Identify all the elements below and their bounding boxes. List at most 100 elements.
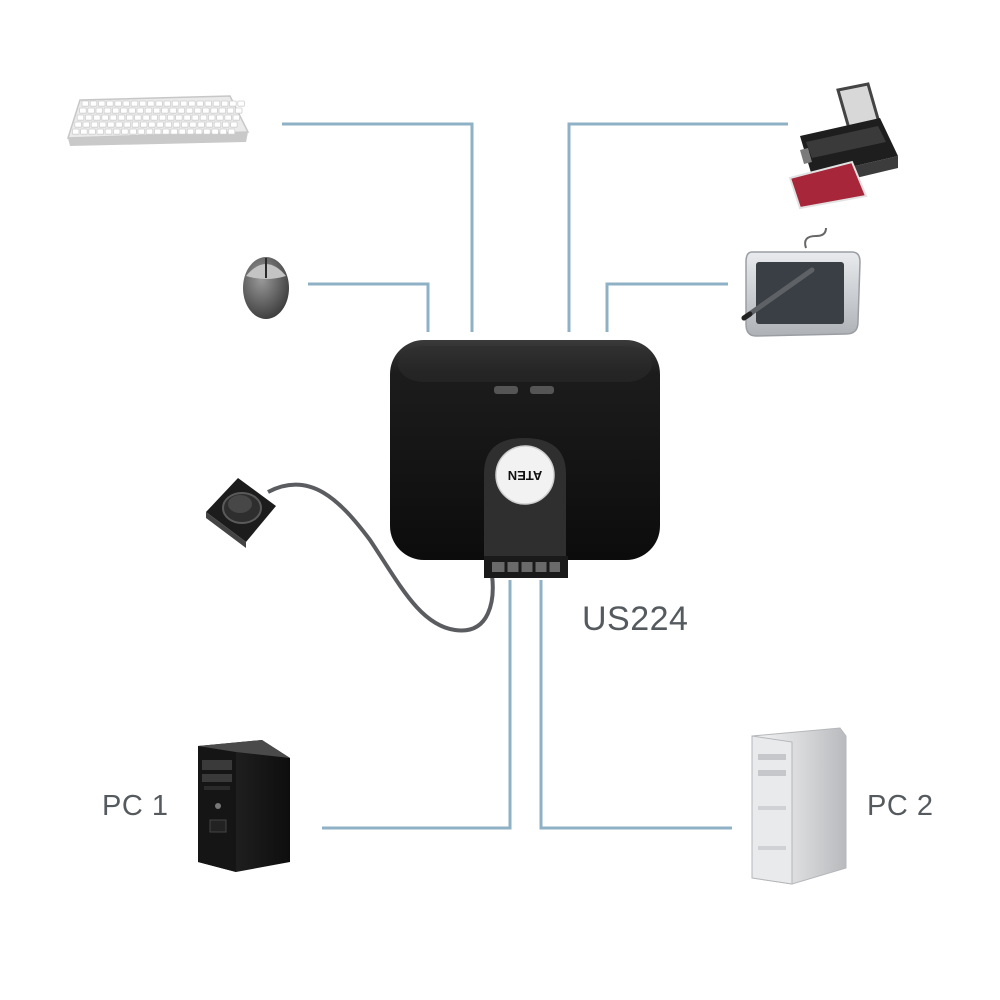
keyboard-key xyxy=(136,107,144,114)
keyboard-key xyxy=(117,114,126,121)
keyboard-key xyxy=(120,107,128,114)
keyboard-key xyxy=(218,107,226,114)
keyboard-key xyxy=(213,121,222,128)
keyboard-key xyxy=(145,128,154,135)
model-label: US224 xyxy=(582,600,689,638)
keyboard-key xyxy=(90,121,99,128)
keyboard-key xyxy=(219,128,227,135)
keyboard-key xyxy=(74,121,82,128)
keyboard-key xyxy=(193,107,202,114)
brand-logo: ATEN xyxy=(508,468,542,483)
keyboard-key xyxy=(85,114,93,121)
pc1-tower-icon xyxy=(198,740,290,872)
keyboard-key xyxy=(183,114,191,121)
keyboard-key xyxy=(148,121,156,128)
keyboard-key xyxy=(189,121,197,128)
pc2-label: PC 2 xyxy=(867,790,934,822)
keyboard-key xyxy=(126,114,134,121)
keyboard-key xyxy=(106,100,114,107)
port-selection-button[interactable] xyxy=(495,445,555,505)
keyboard-key xyxy=(158,114,167,121)
keyboard-icon xyxy=(66,95,250,146)
pc2-cable xyxy=(539,580,732,830)
keyboard-key xyxy=(212,100,221,107)
keyboard-key xyxy=(101,114,109,121)
printer-cable xyxy=(567,122,788,332)
keyboard-cable xyxy=(282,122,474,332)
keyboard-key xyxy=(207,114,216,121)
keyboard-key xyxy=(103,107,112,114)
keyboard-key xyxy=(197,121,205,128)
keyboard-key xyxy=(80,128,88,135)
keyboard-key xyxy=(210,107,218,114)
keyboard-key xyxy=(128,107,136,114)
connector-lines xyxy=(282,122,788,830)
keyboard-key xyxy=(161,107,169,114)
keyboard-key xyxy=(150,114,158,121)
keyboard-key xyxy=(81,100,89,107)
tablet-cable xyxy=(605,282,728,332)
keyboard-key xyxy=(113,128,121,135)
keyboard-key xyxy=(203,128,211,135)
keyboard-key xyxy=(122,100,130,107)
keyboard-key xyxy=(221,121,230,128)
keyboard-key xyxy=(121,128,129,135)
keyboard-key xyxy=(82,121,90,128)
keyboard-key xyxy=(134,114,142,121)
keyboard-key xyxy=(144,107,153,114)
keyboard-key xyxy=(162,128,170,135)
keyboard-key xyxy=(87,107,95,114)
keyboard-key xyxy=(191,114,199,121)
keyboard-key xyxy=(131,121,140,128)
keyboard-key xyxy=(172,121,181,128)
pc2-tower-icon xyxy=(751,727,847,885)
keyboard-key xyxy=(123,121,131,128)
keyboard-key xyxy=(179,100,188,107)
keyboard-key xyxy=(166,114,175,121)
keyboard-key xyxy=(76,114,85,121)
keyboard-key xyxy=(227,128,236,135)
keyboard-key xyxy=(88,128,96,135)
keyboard-key xyxy=(178,128,186,135)
keyboard-key xyxy=(186,128,195,135)
keyboard-key xyxy=(163,100,171,107)
keyboard-key xyxy=(169,107,177,114)
keyboard-key xyxy=(205,121,213,128)
pc1-label: PC 1 xyxy=(102,790,169,822)
keyboard-key xyxy=(152,107,161,114)
keyboard-key xyxy=(109,114,117,121)
keyboard-key xyxy=(114,100,122,107)
keyboard-key xyxy=(130,100,139,107)
keyboard-key xyxy=(147,100,155,107)
keyboard-key xyxy=(72,128,80,135)
keyboard-key xyxy=(115,121,123,128)
keyboard-key xyxy=(79,107,87,114)
usb-kvm-switch: ATEN xyxy=(390,340,660,578)
keyboard-key xyxy=(155,100,163,107)
keyboard-key xyxy=(196,100,204,107)
keyboard-key xyxy=(137,128,145,135)
keyboard-key xyxy=(142,114,150,121)
keyboard-key xyxy=(96,128,104,135)
remote-port-selector-icon xyxy=(206,478,276,548)
remote-selector-cable xyxy=(267,482,495,633)
keyboard-key xyxy=(164,121,172,128)
keyboard-key xyxy=(220,100,229,107)
keyboard-key xyxy=(211,128,219,135)
keyboard-key xyxy=(199,114,208,121)
keyboard-key xyxy=(138,100,147,107)
keyboard-key xyxy=(107,121,115,128)
keyboard-key xyxy=(230,121,238,128)
pc1-cable xyxy=(322,580,512,830)
keyboard-key xyxy=(99,121,107,128)
keyboard-key xyxy=(224,114,232,121)
keyboard-key xyxy=(226,107,235,114)
keyboard-key xyxy=(175,114,183,121)
keyboard-key xyxy=(204,100,212,107)
keyboard-key xyxy=(180,121,189,128)
keyboard-key xyxy=(93,114,101,121)
keyboard-key xyxy=(95,107,103,114)
keyboard-key xyxy=(216,114,224,121)
keyboard-key xyxy=(229,100,237,107)
